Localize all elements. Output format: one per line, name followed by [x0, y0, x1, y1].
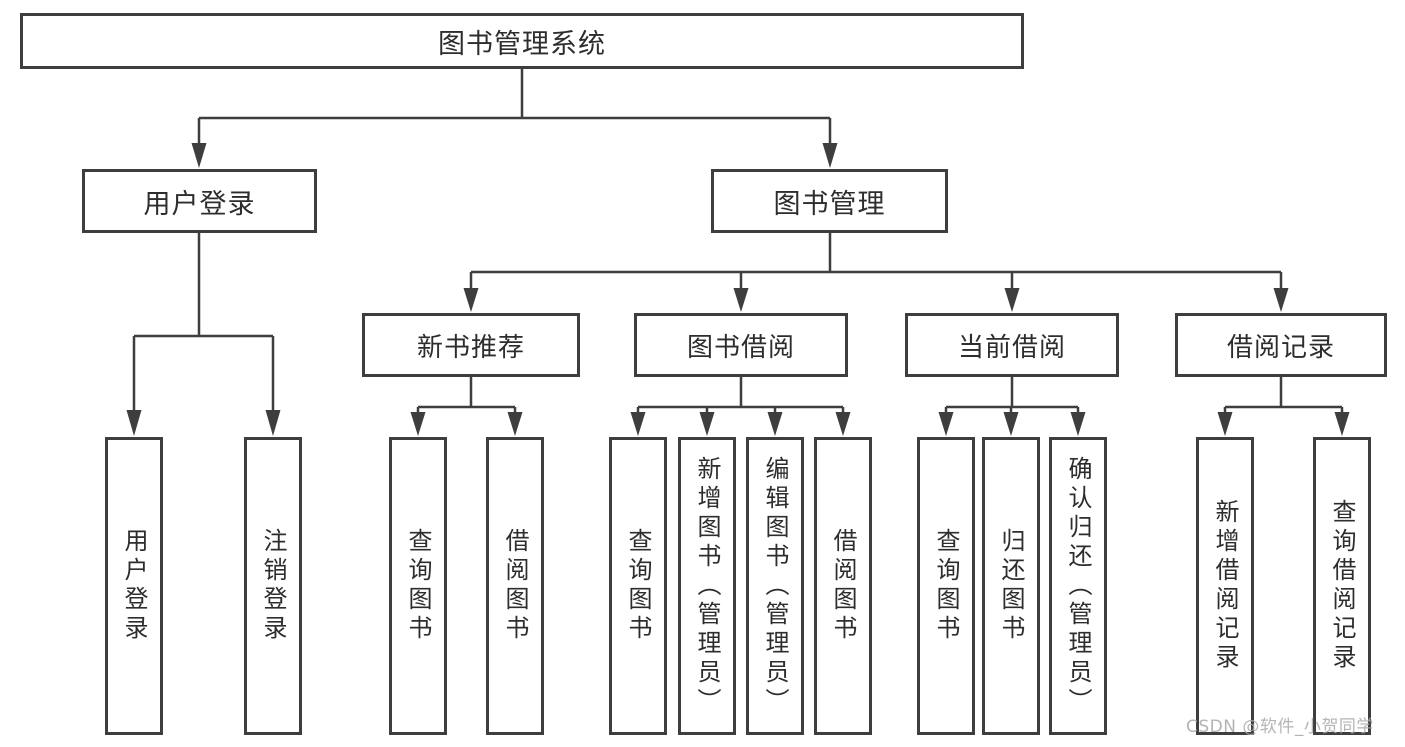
node-label: 图书借阅: [686, 332, 795, 363]
leaf-borrow-query-books: 查询图书: [609, 437, 667, 735]
node-label: 查询图书: [404, 528, 432, 644]
connector-recommend-to-leaves: [416, 377, 517, 414]
node-label: 查询图书: [932, 528, 960, 644]
node-label: 编辑图书（管理员）: [761, 455, 789, 717]
node-label: 用户登录: [120, 528, 148, 644]
leaf-borrow-edit-books-admin: 编辑图书（管理员）: [746, 437, 804, 735]
connector-user-login-to-leaves: [132, 233, 275, 412]
node-borrowing-records: 借阅记录: [1175, 313, 1387, 377]
leaf-current-query-books: 查询图书: [917, 437, 975, 735]
connector-root-to-level2: [197, 69, 832, 146]
node-label: 图书管理系统: [438, 28, 606, 60]
node-label: 借阅记录: [1226, 332, 1335, 363]
connector-borrow-to-leaves: [636, 377, 845, 414]
node-label: 用户登录: [143, 188, 256, 220]
leaf-borrow-borrow-books: 借阅图书: [814, 437, 872, 735]
leaf-current-return-books: 归还图书: [982, 437, 1040, 735]
leaf-recommend-borrow-books: 借阅图书: [486, 437, 544, 735]
node-label: 查询借阅记录: [1328, 499, 1356, 673]
node-label: 新增借阅记录: [1211, 499, 1239, 673]
node-label: 借阅图书: [501, 528, 529, 644]
node-label: 借阅图书: [829, 528, 857, 644]
csdn-watermark: CSDN @软件_小贺同学: [1186, 717, 1374, 737]
node-label: 新书推荐: [416, 332, 525, 363]
node-label: 归还图书: [997, 528, 1025, 644]
connector-book-management-to-level3: [469, 233, 1283, 291]
node-label: 新增图书（管理员）: [693, 455, 721, 717]
leaf-records-add-borrow-record: 新增借阅记录: [1196, 437, 1254, 735]
leaf-recommend-query-books: 查询图书: [389, 437, 447, 735]
node-label: 注销登录: [259, 528, 287, 644]
node-label: 查询图书: [624, 528, 652, 644]
arrowheads: [126, 143, 1350, 436]
leaf-current-confirm-return-admin: 确认归还（管理员）: [1049, 437, 1107, 735]
leaf-borrow-add-books-admin: 新增图书（管理员）: [678, 437, 736, 735]
node-label: 当前借阅: [957, 332, 1066, 363]
connector-records-to-leaves: [1223, 377, 1344, 414]
node-current-borrowing: 当前借阅: [905, 313, 1119, 377]
node-book-borrowing: 图书借阅: [634, 313, 848, 377]
leaf-logout: 注销登录: [244, 437, 302, 735]
node-new-book-recommendation: 新书推荐: [362, 313, 580, 377]
node-label: 确认归还（管理员）: [1064, 455, 1092, 717]
leaf-user-login: 用户登录: [105, 437, 163, 735]
node-book-management: 图书管理: [711, 169, 948, 233]
connector-current-to-leaves: [944, 377, 1080, 414]
leaf-records-query-borrow-record: 查询借阅记录: [1313, 437, 1371, 735]
node-label: 图书管理: [773, 188, 886, 220]
node-user-login: 用户登录: [82, 169, 317, 233]
node-library-management-system: 图书管理系统: [20, 13, 1024, 69]
